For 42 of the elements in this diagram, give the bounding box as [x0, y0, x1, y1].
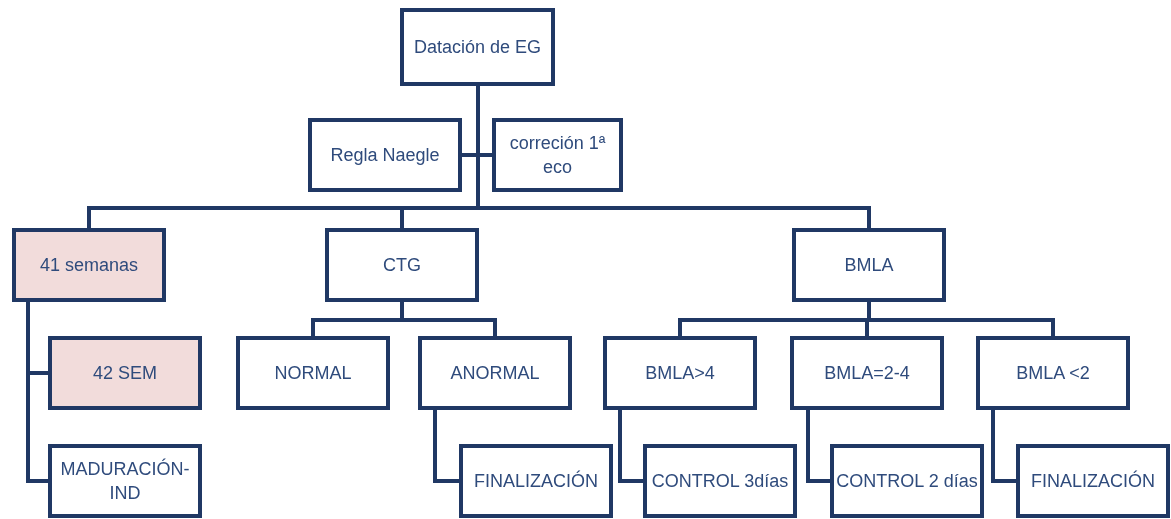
- process-box: [308, 118, 462, 192]
- box-label: 41 semanas: [39, 253, 139, 277]
- connector-line: [476, 86, 871, 228]
- box-label: ANORMAL: [450, 361, 540, 385]
- process-box: [603, 336, 757, 410]
- process-box: [48, 444, 202, 518]
- process-box: [12, 228, 166, 302]
- box-label: CTG: [383, 253, 421, 277]
- process-box: [236, 336, 390, 410]
- box-label: BMLA>4: [645, 361, 715, 385]
- box-label: FINALIZACIÓN: [474, 469, 598, 493]
- connector-line: [26, 302, 48, 483]
- process-box: [418, 336, 572, 410]
- process-box: [492, 118, 623, 192]
- process-box: [48, 336, 202, 410]
- connector-line: [618, 410, 643, 483]
- connector-line: [400, 302, 497, 336]
- connector-line: [991, 410, 1016, 483]
- box-label: correción 1ª eco: [508, 131, 607, 179]
- connector-line: [867, 302, 1055, 336]
- box-label: CONTROL 3días: [651, 469, 789, 493]
- process-box: [643, 444, 797, 518]
- box-label: NORMAL: [274, 361, 352, 385]
- process-box: [976, 336, 1130, 410]
- box-label: MADURACIÓN-IND: [59, 457, 191, 505]
- process-box: [830, 444, 984, 518]
- box-label: CONTROL 2 días: [836, 469, 978, 493]
- box-label: Datación de EG: [413, 35, 542, 59]
- box-label: FINALIZACIÓN: [1031, 469, 1155, 493]
- process-box: [400, 8, 555, 86]
- box-label: BMLA: [844, 253, 894, 277]
- box-label: Regla Naegle: [330, 143, 440, 167]
- connector-line: [806, 410, 830, 483]
- process-box: [790, 336, 944, 410]
- box-label: BMLA <2: [1016, 361, 1090, 385]
- box-label: 42 SEM: [93, 361, 157, 385]
- connector-line: [433, 410, 459, 483]
- process-box: [459, 444, 613, 518]
- process-box: [325, 228, 479, 302]
- process-box: [1016, 444, 1170, 518]
- box-label: BMLA=2-4: [824, 361, 910, 385]
- process-box: [792, 228, 946, 302]
